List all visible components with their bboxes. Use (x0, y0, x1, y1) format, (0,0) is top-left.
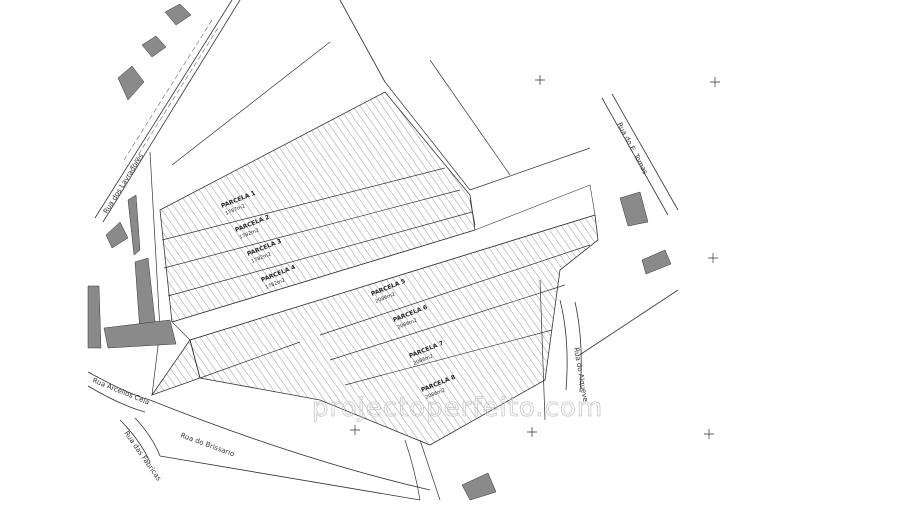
road-rua-dos-lavradores (94, 0, 241, 223)
building (117, 65, 145, 101)
survey-cross-icon (704, 429, 714, 439)
building (641, 249, 672, 275)
road-rua-arcelios-cela (87, 371, 161, 463)
road-label-rua-dos-lavradores: Rua dos Lavradores (102, 152, 146, 215)
building (164, 3, 192, 26)
parcel-dividers-lower (199, 244, 591, 386)
building (461, 472, 497, 501)
watermark: projectoperfeito.com (312, 393, 603, 423)
access-road-strip (171, 184, 596, 341)
buildings (87, 3, 672, 501)
parcel-dividers-upper (161, 167, 473, 297)
survey-cross-icon (708, 253, 718, 263)
building (105, 221, 129, 249)
road-label-rua-das-fabricas: Rua das Fabricas (122, 430, 162, 483)
parcel-block-upper (159, 91, 476, 323)
building (103, 319, 177, 349)
building (87, 285, 102, 349)
building (141, 35, 167, 58)
road-rua-do-brissario (149, 399, 431, 501)
road-label-rua-arcelios-cela: Rua Arcelios Cela (91, 376, 150, 406)
road-rua-do-alqueve (559, 289, 679, 393)
building (619, 191, 649, 227)
road-label-rua-do-brissario: Rua do Brissario (179, 431, 235, 458)
parcel-block-lower (189, 214, 599, 446)
parcel-block-southwest (150, 339, 201, 396)
survey-marks (350, 75, 720, 439)
survey-cross-icon (350, 425, 360, 435)
building (127, 194, 141, 256)
survey-cross-icon (710, 77, 720, 87)
building (134, 257, 157, 333)
road-rua-do-e-tomas (601, 93, 679, 216)
survey-cross-icon (535, 75, 545, 85)
survey-cross-icon (527, 427, 537, 437)
